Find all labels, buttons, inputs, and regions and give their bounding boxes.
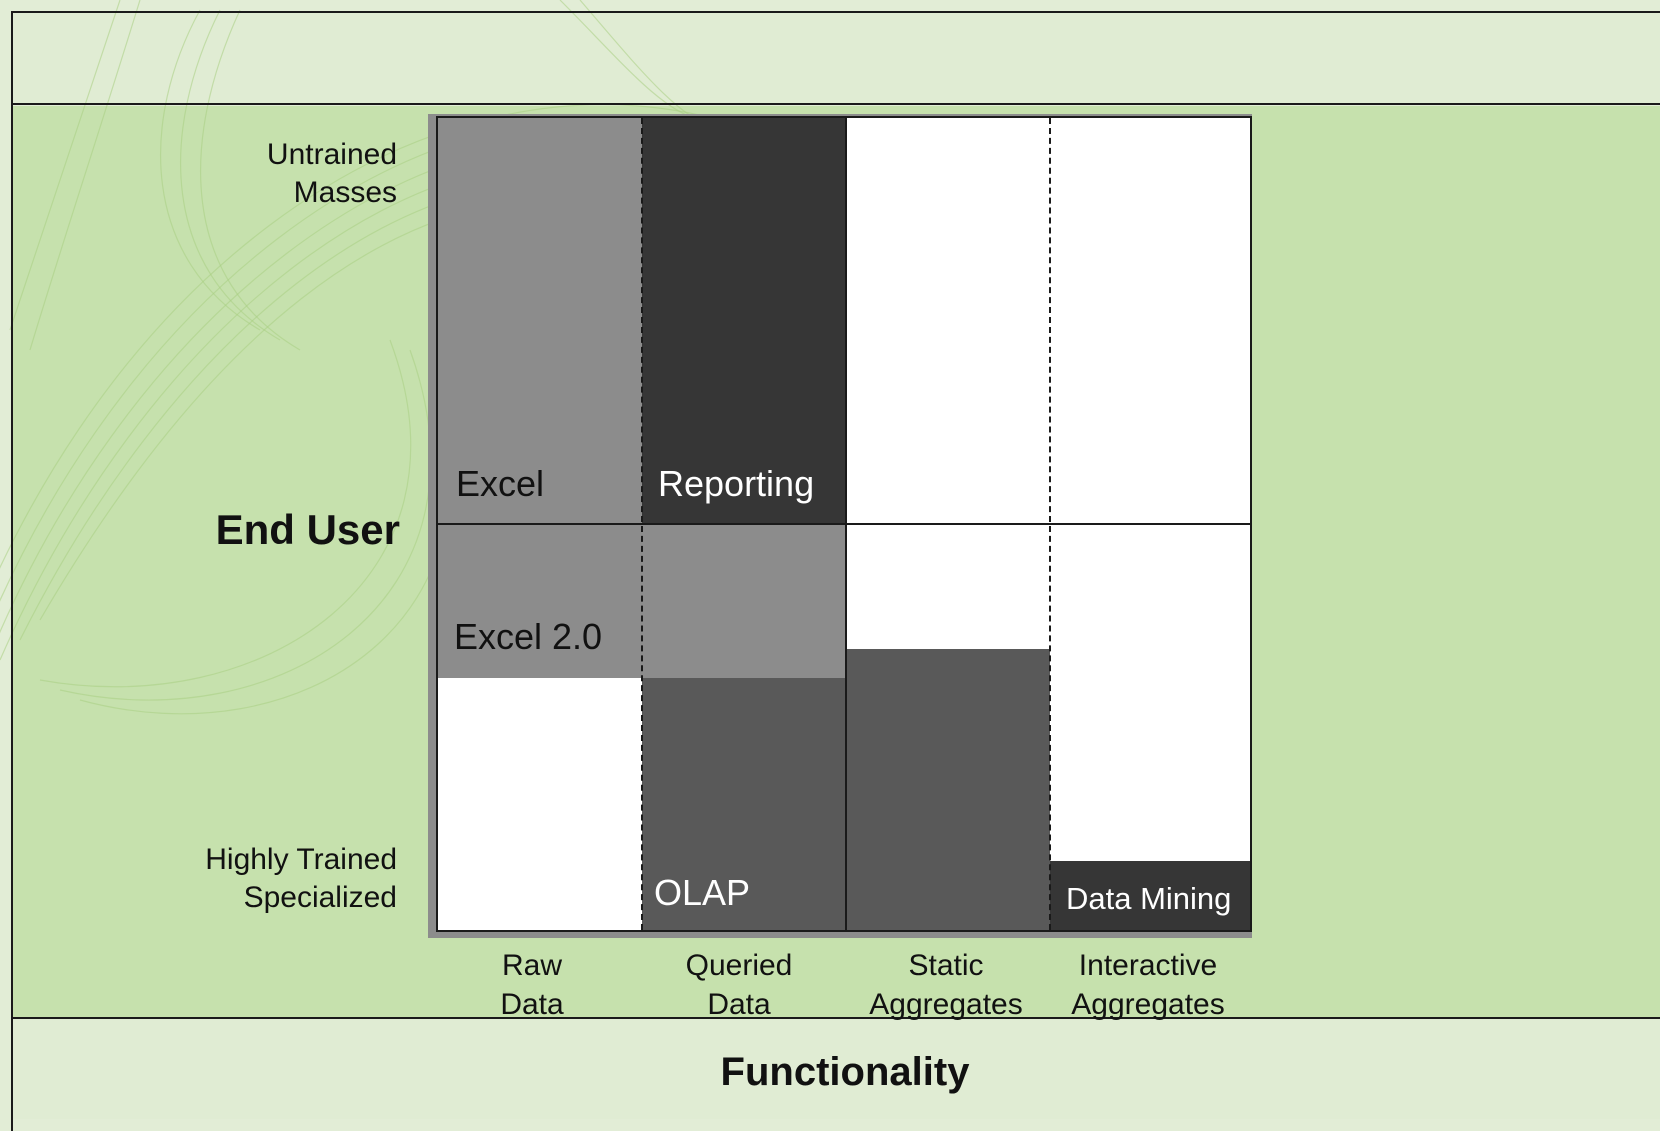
x-axis-label-queried-data: Queried Data <box>685 949 793 1021</box>
x-axis-label-static-aggregates: Static Aggregates <box>869 949 1023 1021</box>
y-axis-title: End User <box>215 506 400 553</box>
x-axis-label-raw-data: Raw Data <box>500 949 564 1021</box>
region-data-mining <box>1050 861 1250 930</box>
region-excel <box>438 118 642 523</box>
capability-grid: Excel Reporting Excel 2.0 OLAP Data Mini… <box>436 116 1252 932</box>
header-divider <box>11 103 1660 105</box>
region-reporting <box>642 118 846 523</box>
region-olap-static <box>846 649 1050 930</box>
x-axis-label-interactive-aggregates: Interactive Aggregates <box>1071 949 1225 1021</box>
region-label-reporting: Reporting <box>658 463 815 504</box>
region-olap <box>642 678 846 930</box>
y-axis-bottom-label: Highly Trained Specialized <box>205 843 397 914</box>
slide-frame <box>11 11 1660 1131</box>
x-axis-title: Functionality <box>720 1050 970 1094</box>
y-axis-top-label: Untrained Masses <box>266 138 397 209</box>
footer-divider <box>11 1017 1660 1019</box>
footer-band <box>13 1019 1660 1119</box>
region-label-olap: OLAP <box>654 872 751 913</box>
region-label-excel-2: Excel 2.0 <box>454 616 603 657</box>
region-label-data-mining: Data Mining <box>1066 881 1232 916</box>
grid-midline <box>438 523 1250 525</box>
region-label-excel: Excel <box>456 463 545 504</box>
